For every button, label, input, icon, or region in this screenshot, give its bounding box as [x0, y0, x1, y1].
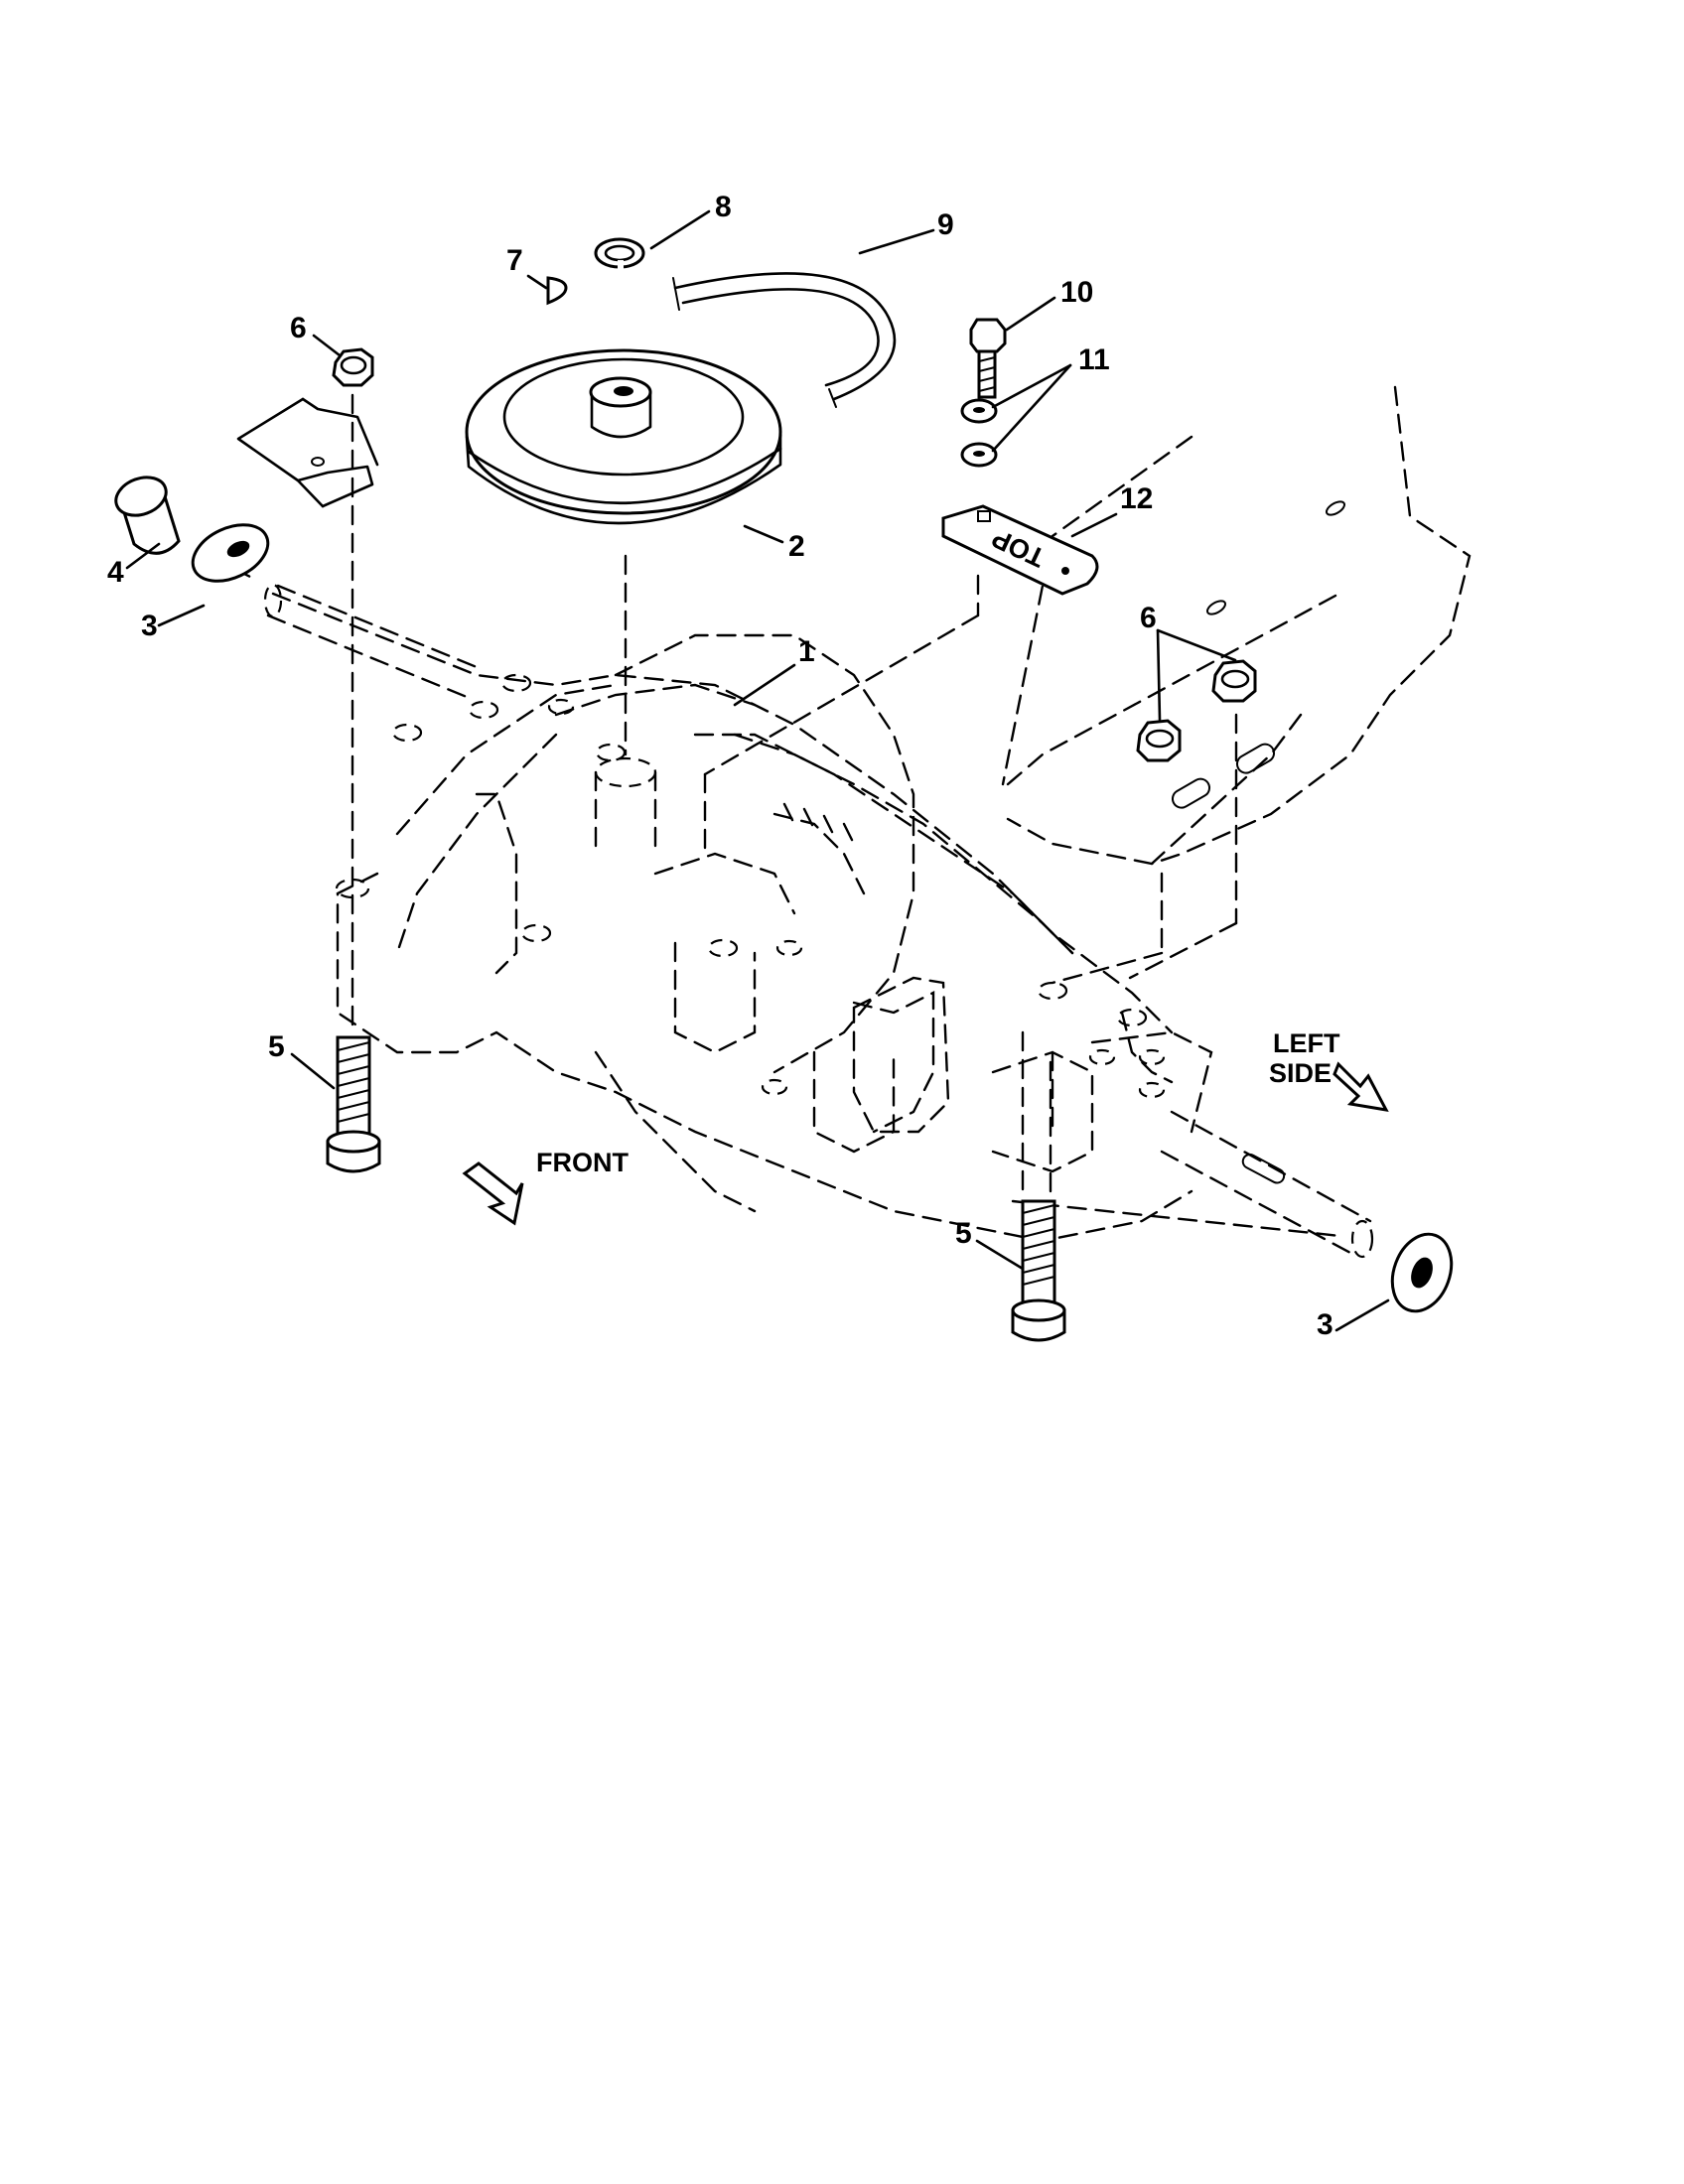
callout-7: 7: [506, 244, 523, 277]
callout-11: 11: [1078, 343, 1110, 376]
washer-right: [1390, 1232, 1454, 1313]
left-axle: [263, 583, 479, 699]
hex-nut-right-a: [1136, 719, 1182, 762]
bolt-left: [326, 1035, 381, 1173]
hex-nut-right-b: [1211, 659, 1257, 703]
callout-8: 8: [715, 191, 732, 223]
right-axle: [1160, 1110, 1374, 1259]
pulley: [465, 348, 782, 525]
washer-left: [191, 523, 270, 583]
front-direction: FRONT: [462, 1148, 629, 1226]
callout-2: 2: [788, 530, 805, 563]
transaxle-housing: [271, 592, 1213, 1243]
bushing: [114, 476, 181, 555]
belt: [672, 272, 897, 408]
callout-3-right: 3: [1317, 1308, 1333, 1341]
callout-5-left: 5: [268, 1030, 285, 1063]
woodruff-key: [546, 276, 568, 306]
callout-12: 12: [1120, 482, 1153, 515]
assembly-lines: [207, 393, 1342, 1238]
left-side-arrow-icon: [1333, 1061, 1389, 1112]
callout-1: 1: [798, 635, 815, 668]
bolt-right: [1011, 1199, 1066, 1342]
callout-leaders: [125, 209, 1390, 1332]
small-bolt: [969, 318, 1007, 399]
left-mount-bracket: [236, 397, 379, 508]
callout-6-right: 6: [1140, 602, 1157, 634]
left-side-direction: LEFT SIDE: [1269, 1028, 1389, 1112]
callout-6-left: 6: [290, 312, 307, 344]
callout-labels: 8 9 7 6 10 11 12 2 1 4 3 6 5 5 3: [107, 191, 1333, 1341]
front-arrow-icon: [462, 1161, 524, 1226]
front-label: FRONT: [536, 1148, 629, 1177]
lock-washer-upper: [960, 398, 998, 424]
callout-10: 10: [1060, 276, 1093, 309]
callout-5-right: 5: [955, 1217, 972, 1250]
hex-nut-left: [332, 347, 374, 387]
retaining-ring: [594, 237, 645, 270]
lock-washer-lower: [960, 442, 998, 468]
left-label: LEFT: [1273, 1028, 1340, 1058]
frame-plate: [1001, 385, 1472, 866]
callout-9: 9: [937, 208, 954, 241]
callout-3-left: 3: [141, 610, 158, 642]
side-label: SIDE: [1269, 1058, 1332, 1088]
callout-4: 4: [107, 556, 124, 589]
